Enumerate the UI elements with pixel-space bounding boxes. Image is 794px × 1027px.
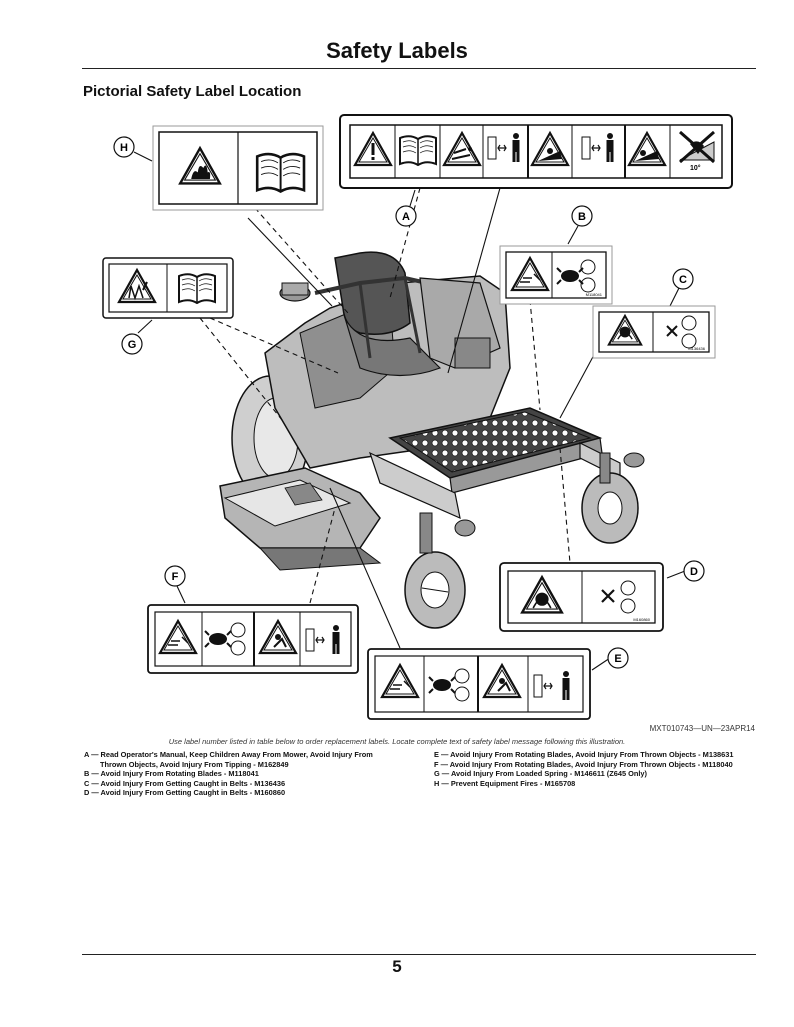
callout-f: F [164,565,186,587]
safety-label-d: M160860 [499,562,664,632]
callout-a: A [395,205,417,227]
replacement-note: Use label number listed in table below t… [168,737,626,746]
tipping-icon [530,131,570,167]
callout-e: E [607,647,629,669]
page-number: 5 [392,957,402,976]
safety-label-c: M136436 [592,305,716,359]
warning-triangle-icon [353,131,393,167]
leader-lines [133,151,686,671]
no-slope-icon: 10° [679,130,715,172]
tipping-icon [627,131,667,167]
bottom-rule [82,954,756,955]
legend-item-b: B — Avoid Injury From Rotating Blades - … [84,769,259,779]
blade-icon [380,663,420,699]
belt-entanglement-icon [520,575,564,614]
callout-b: B [571,205,593,227]
blade-icon [510,256,550,292]
operator-manual-icon [178,273,216,304]
callout-h: H [113,136,135,158]
page-title: Safety Labels [326,38,468,63]
figure-reference: MXT010743—UN—23APR14 [649,724,755,733]
child-keep-away-icon [305,625,340,654]
svg-text:M118041: M118041 [586,292,603,297]
blade-icon [158,619,198,655]
thrown-objects-icon [482,663,522,699]
svg-text:C: C [679,274,687,286]
callout-c: C [672,268,694,290]
callout-circles: H A B C D E F G [113,136,705,669]
belt-entanglement-icon [607,314,643,346]
operator-manual-icon [255,152,306,193]
callout-d: D [683,560,705,582]
child-keep-away-icon [533,671,570,700]
legend-left: A — Read Operator's Manual, Keep Childre… [84,750,373,798]
legend-item-a: A — Read Operator's Manual, Keep Childre… [84,750,373,759]
thrown-objects-icon [442,131,482,167]
svg-text:M136436: M136436 [688,346,705,351]
loaded-spring-icon [117,268,157,304]
section-title: Pictorial Safety Label Location [83,83,302,100]
legend-item-g: G — Avoid Injury From Loaded Spring - M1… [434,769,647,779]
svg-text:E: E [614,653,621,665]
svg-text:A: A [402,211,410,223]
safety-label-e [367,648,591,720]
top-rule [82,68,756,69]
svg-text:M160860: M160860 [633,617,650,622]
svg-text:H: H [120,142,128,154]
legend-item-c: C — Avoid Injury From Getting Caught in … [84,778,286,788]
legend-item-h: H — Prevent Equipment Fires - M165708 [434,778,576,788]
thrown-objects-icon [258,619,298,655]
legend-item-a-cont: Thrown Objects, Avoid Injury From Tippin… [100,759,289,769]
child-keep-away-icon [487,133,520,162]
safety-label-b: M118041 [499,245,613,305]
svg-text:D: D [690,566,698,578]
legend-item-e: E — Avoid Injury From Rotating Blades, A… [434,750,734,759]
svg-text:G: G [128,339,137,351]
legend-item-f: F — Avoid Injury From Rotating Blades, A… [434,759,733,769]
legend-item-d: D — Avoid Injury From Getting Caught in … [84,788,286,798]
child-keep-away-icon [581,133,614,162]
operator-manual-icon [399,135,437,166]
callout-g: G [121,333,143,355]
svg-text:F: F [172,571,179,583]
safety-label-g [102,257,234,319]
belt-entanglement-icon [666,315,697,349]
svg-text:10°: 10° [690,164,701,172]
mower-illustration [219,251,645,629]
belt-entanglement-icon [601,580,636,614]
fire-icon [178,146,222,185]
safety-label-f [147,604,359,674]
safety-label-h [152,125,324,211]
safety-label-a: 10° [339,114,733,189]
legend-right: E — Avoid Injury From Rotating Blades, A… [434,750,734,788]
svg-text:B: B [578,211,586,223]
safety-label-figure: H A B C D E F G [102,114,733,720]
